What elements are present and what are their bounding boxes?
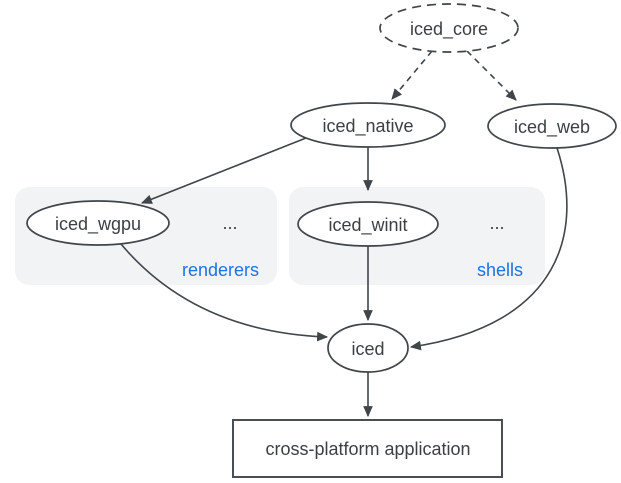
iced-core-label: iced_core	[410, 19, 488, 40]
edge-web-to-iced	[409, 147, 568, 351]
node-iced-wgpu: iced_wgpu	[26, 200, 170, 246]
edge-core-to-web	[466, 50, 517, 101]
application-label: cross-platform application	[265, 439, 470, 459]
iced-winit-ellipse	[297, 201, 439, 247]
iced-native-label: iced_native	[322, 116, 413, 137]
iced-web-label: iced_web	[514, 117, 590, 138]
iced-wgpu-label: iced_wgpu	[55, 214, 141, 235]
node-iced: iced	[327, 323, 409, 373]
edge-wgpu-to-iced	[120, 243, 329, 342]
shells-group-label: shells	[477, 260, 523, 280]
iced-web-ellipse	[487, 103, 617, 149]
iced-wgpu-ellipse	[26, 200, 170, 246]
node-iced-native: iced_native	[290, 102, 446, 148]
edge-native-to-wgpu	[140, 137, 307, 204]
iced-core-ellipse	[379, 3, 519, 53]
node-iced-winit: iced_winit	[297, 201, 439, 247]
edge-core-to-native	[391, 50, 433, 100]
iced-native-ellipse	[290, 102, 446, 148]
iced-ellipse	[327, 323, 409, 373]
application-rect	[232, 419, 503, 478]
shells-ellipsis: ...	[489, 213, 504, 233]
node-cross-platform-application: cross-platform application	[232, 419, 503, 478]
iced-winit-label: iced_winit	[328, 215, 407, 236]
iced-label: iced	[351, 339, 384, 359]
renderers-ellipsis: ...	[222, 213, 237, 233]
renderers-group-label: renderers	[182, 260, 259, 280]
node-iced-web: iced_web	[487, 103, 617, 149]
node-iced-core: iced_core	[379, 3, 519, 53]
